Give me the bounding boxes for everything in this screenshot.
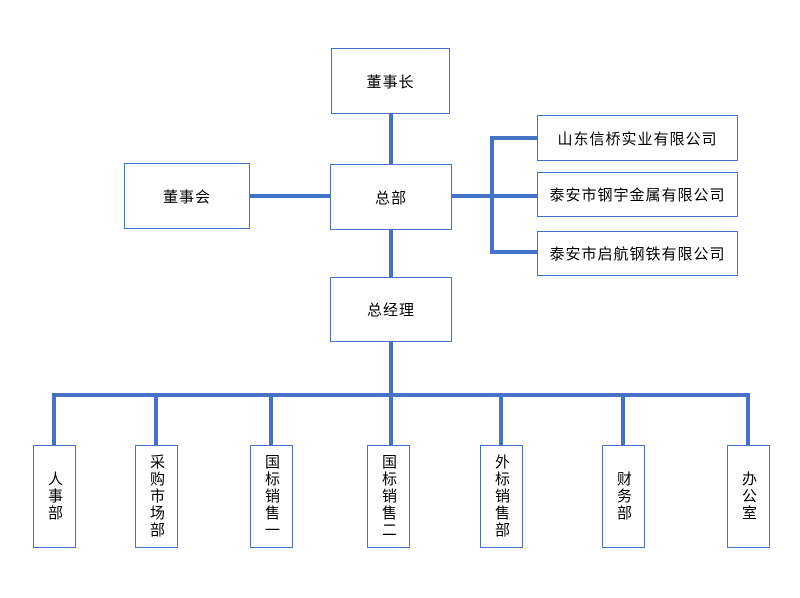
connector-drop-dept-5 [499, 395, 503, 445]
connector-subsidiary-trunk [490, 136, 494, 254]
board-label: 董事会 [162, 188, 211, 206]
department-label-6: 财务部 [615, 471, 632, 522]
general-manager-node[interactable]: 总经理 [330, 277, 452, 342]
connector-subsidiary-1 [494, 136, 537, 140]
headquarters-node[interactable]: 总部 [330, 164, 452, 230]
department-label-7: 办公室 [740, 471, 757, 522]
department-node-3[interactable]: 国标销售一 [250, 445, 293, 548]
general-manager-label: 总经理 [366, 302, 415, 319]
connector-chairman-hq [389, 114, 393, 166]
department-label-1: 人事部 [46, 471, 63, 522]
connector-board-hq [250, 194, 330, 198]
chairman-node[interactable]: 董事长 [331, 48, 450, 114]
department-label-5: 外标销售部 [493, 454, 510, 539]
department-node-2[interactable]: 采购市场部 [135, 445, 178, 548]
connector-subsidiary-3 [494, 250, 537, 254]
chairman-label: 董事长 [366, 73, 415, 91]
department-node-1[interactable]: 人事部 [33, 445, 76, 548]
connector-drop-dept-3 [269, 395, 273, 445]
connector-drop-dept-1 [52, 395, 56, 445]
subsidiary-label-1: 山东信桥实业有限公司 [557, 130, 718, 148]
connector-gm-distribution [389, 342, 393, 395]
connector-drop-dept-7 [746, 395, 750, 445]
department-label-2: 采购市场部 [148, 454, 165, 539]
headquarters-label: 总部 [374, 189, 407, 207]
connector-hq-subsidiaries [452, 194, 537, 198]
department-node-6[interactable]: 财务部 [602, 445, 645, 548]
department-label-3: 国标销售一 [263, 454, 280, 539]
department-node-4[interactable]: 国标销售二 [367, 445, 410, 548]
subsidiary-node-1[interactable]: 山东信桥实业有限公司 [537, 115, 738, 161]
subsidiary-label-2: 泰安市钢宇金属有限公司 [549, 187, 726, 204]
subsidiary-node-3[interactable]: 泰安市启航钢铁有限公司 [537, 231, 738, 276]
department-label-4: 国标销售二 [380, 454, 397, 539]
board-node[interactable]: 董事会 [124, 163, 250, 229]
subsidiary-label-3: 泰安市启航钢铁有限公司 [549, 246, 726, 263]
connector-drop-dept-4 [389, 395, 393, 445]
connector-hq-gm [389, 230, 393, 277]
department-node-7[interactable]: 办公室 [727, 445, 770, 548]
connector-drop-dept-2 [154, 395, 158, 445]
department-node-5[interactable]: 外标销售部 [480, 445, 523, 548]
subsidiary-node-2[interactable]: 泰安市钢宇金属有限公司 [537, 172, 738, 217]
connector-drop-dept-6 [621, 395, 625, 445]
connector-distribution-bar [52, 393, 750, 397]
